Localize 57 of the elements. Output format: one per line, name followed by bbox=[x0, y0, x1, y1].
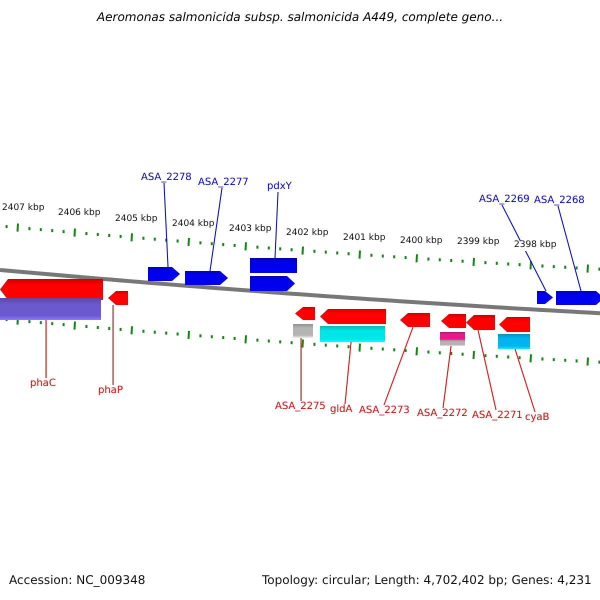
tick-label: 2405 kbp bbox=[115, 215, 158, 225]
gene-label: pdxY bbox=[267, 181, 292, 192]
gene-label: phaP bbox=[98, 385, 123, 396]
tick-label: 2401 kbp bbox=[343, 234, 386, 244]
genome-summary: Topology: circular; Length: 4,702,402 bp; Genes: 4,231 bbox=[262, 574, 592, 588]
gene-label: ASA_2275 bbox=[275, 401, 326, 412]
gene-feature bbox=[320, 309, 386, 324]
leader-line bbox=[478, 330, 496, 410]
feature-bar bbox=[320, 326, 385, 342]
leader-line bbox=[514, 348, 536, 412]
gene-feature bbox=[466, 315, 495, 330]
tick-label: 2406 kbp bbox=[58, 209, 100, 219]
tick-label: 2398 kbp bbox=[514, 241, 556, 251]
gene-feature bbox=[148, 267, 180, 281]
leader-line bbox=[344, 342, 352, 404]
gene-label: ASA_2273 bbox=[359, 405, 410, 416]
leader-line bbox=[112, 304, 114, 386]
feature-bar bbox=[293, 324, 313, 338]
tick-label: 2402 kbp bbox=[286, 229, 328, 239]
feature-bar bbox=[0, 298, 101, 320]
tick-label: 2399 kbp bbox=[457, 238, 500, 248]
feature-bar bbox=[440, 332, 465, 340]
gene-label: cyaB bbox=[525, 412, 550, 423]
gene-label: ASA_2269 bbox=[479, 194, 530, 205]
leader-line bbox=[558, 206, 582, 292]
tick-label: 2404 kbp bbox=[172, 220, 214, 230]
feature-bar bbox=[498, 334, 530, 349]
accession-text: Accession: NC_009348 bbox=[9, 574, 146, 588]
tick-label: 2407 kbp bbox=[2, 204, 44, 214]
leader-line bbox=[300, 338, 302, 402]
leader-line bbox=[164, 182, 168, 268]
tick-label: 2403 kbp bbox=[229, 225, 272, 235]
gene-feature bbox=[400, 313, 430, 327]
gene-label: phaC bbox=[30, 378, 56, 389]
gene-feature bbox=[250, 276, 295, 291]
gene-feature bbox=[499, 317, 530, 332]
gene-feature bbox=[0, 279, 103, 300]
gene-label: ASA_2272 bbox=[417, 408, 468, 419]
tick-label: 2400 kbp bbox=[400, 237, 442, 247]
gene-feature bbox=[185, 271, 228, 285]
gene-label: ASA_2278 bbox=[141, 172, 192, 183]
gene-feature bbox=[295, 307, 315, 320]
feature-bar bbox=[440, 340, 465, 346]
leader-line bbox=[210, 188, 222, 272]
gene-label: ASA_2268 bbox=[534, 195, 585, 206]
leader-line bbox=[274, 192, 278, 258]
gene-feature bbox=[537, 291, 553, 304]
gene-feature bbox=[108, 291, 128, 305]
feature-bar bbox=[250, 258, 297, 273]
gene-label: ASA_2277 bbox=[198, 177, 249, 188]
leader-line bbox=[502, 204, 546, 292]
gene-label: gldA bbox=[330, 404, 352, 415]
gene-feature bbox=[556, 291, 600, 305]
gene-label: ASA_2271 bbox=[472, 410, 523, 421]
gene-feature bbox=[441, 314, 466, 328]
title: Aeromonas salmonicida subsp. salmonicida A449, complete geno... bbox=[95, 11, 504, 24]
leader-line bbox=[384, 326, 414, 406]
